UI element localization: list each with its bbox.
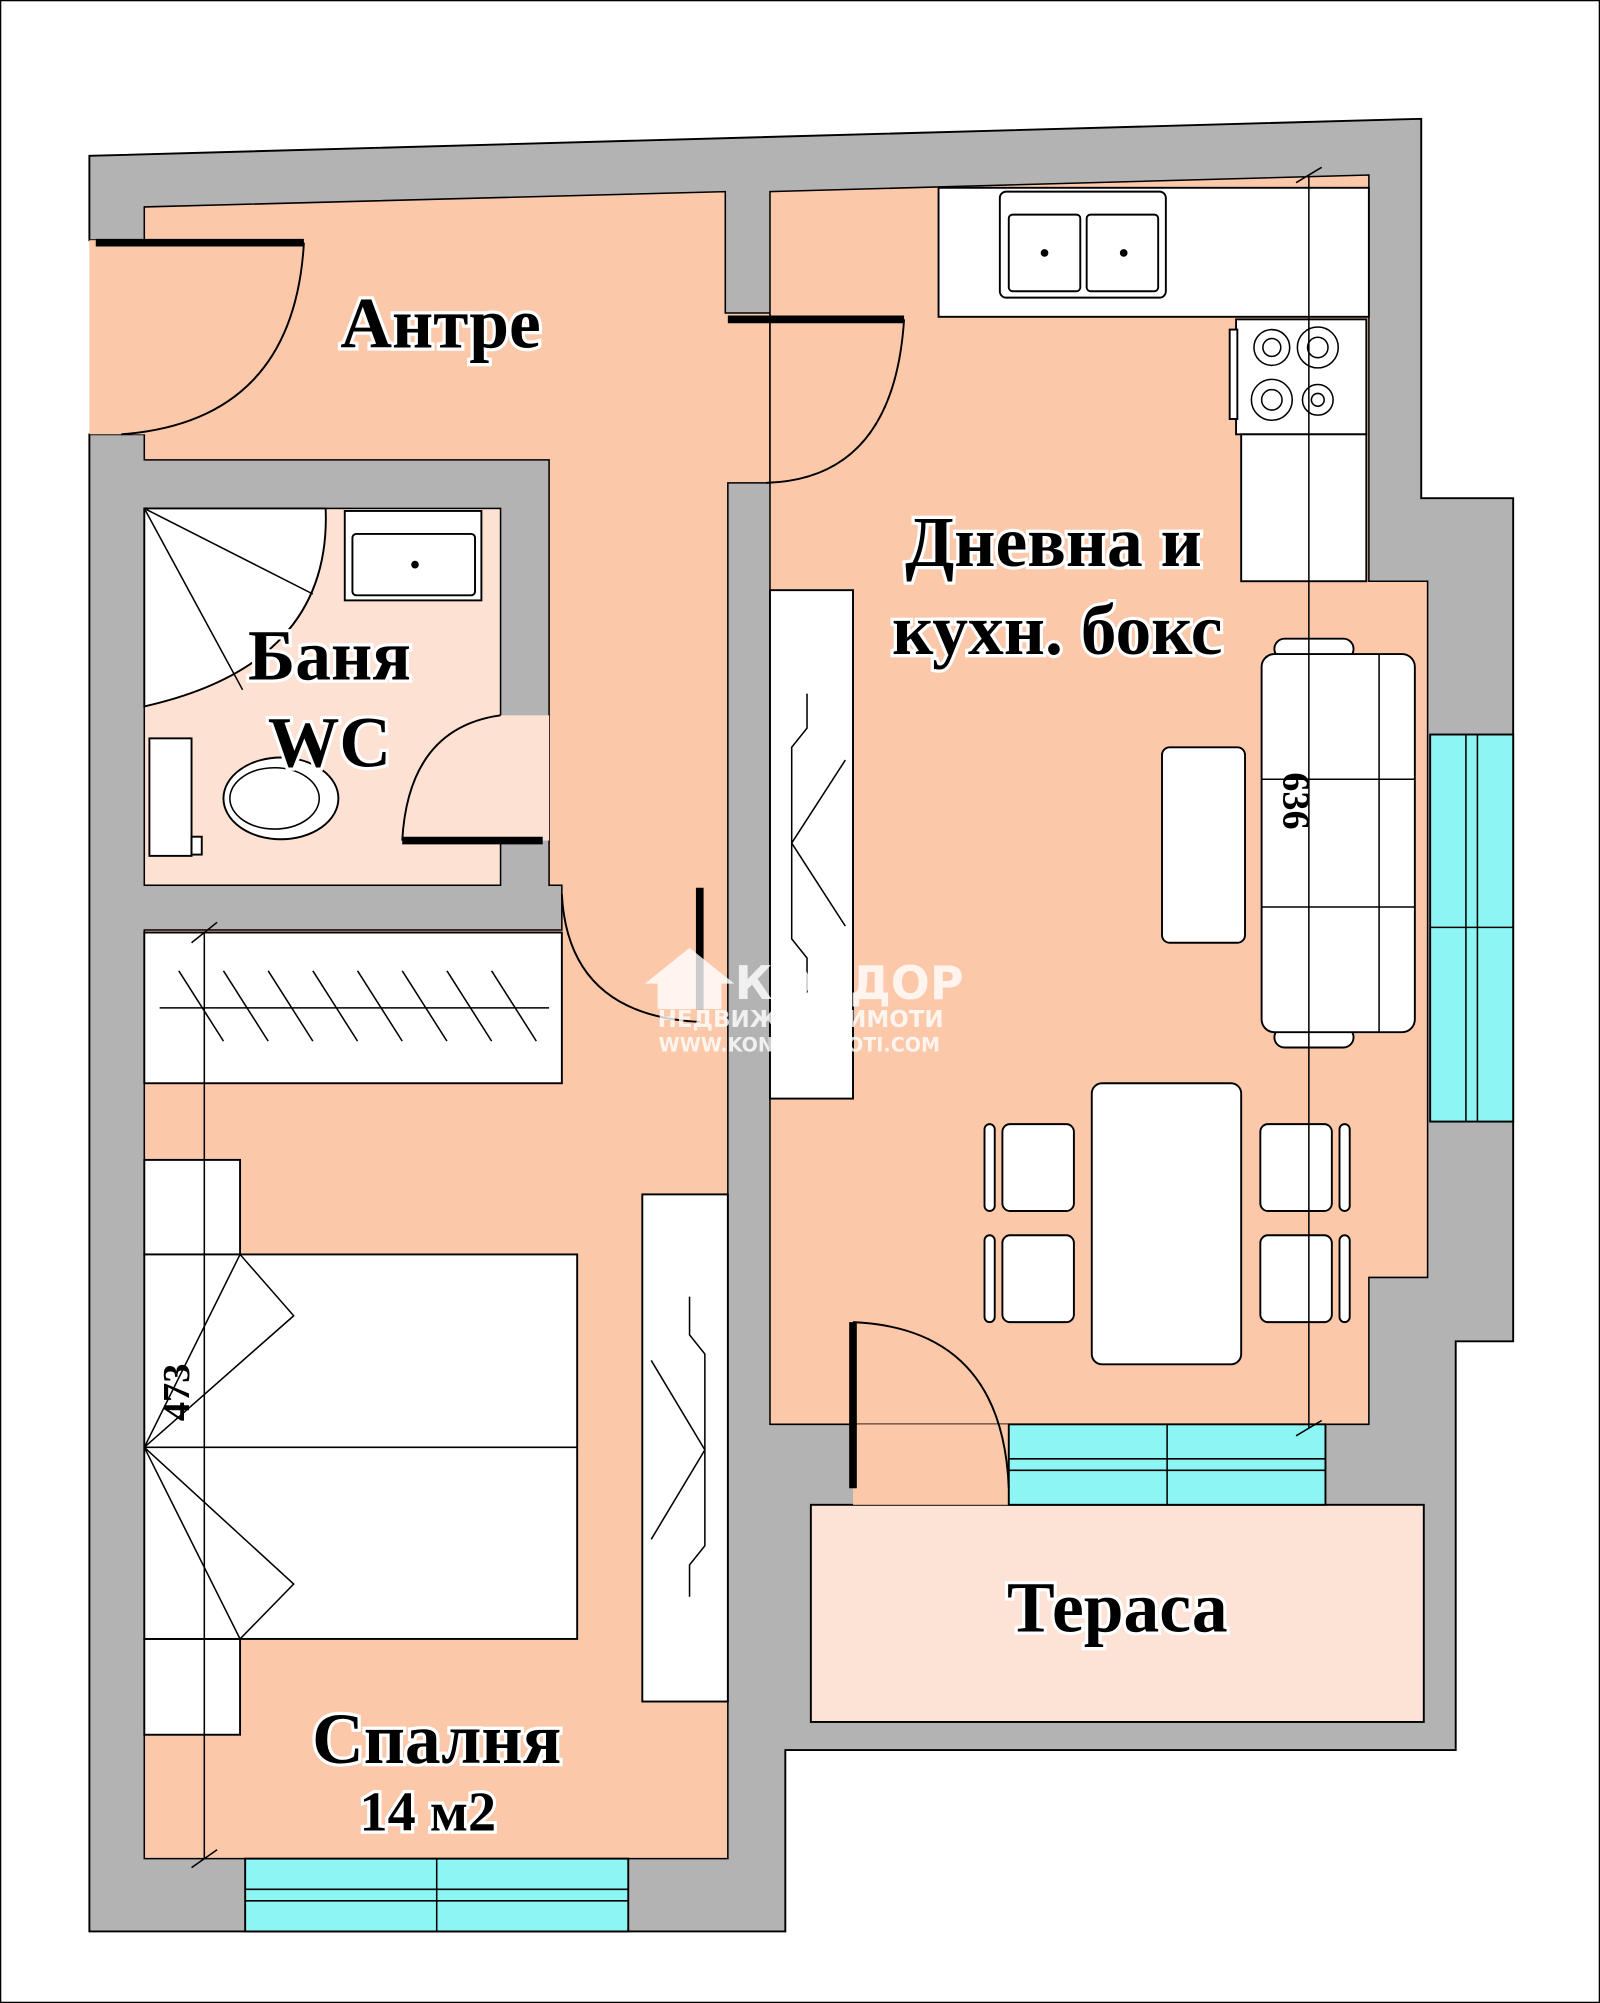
label-kitchen: кухн. бокс — [892, 591, 1222, 670]
label-bedroom-area: 14 м2 — [359, 1782, 496, 1844]
sofa — [1260, 637, 1416, 1049]
window-bedroom — [244, 1857, 630, 1933]
entrance-door-gap — [89, 240, 146, 435]
dining-set — [983, 1082, 1351, 1366]
dimension-label-473: 473 — [156, 1364, 198, 1421]
window-living — [1429, 733, 1515, 1123]
watermark-tagline: НЕДВИЖИМИ ИМОТИ — [658, 1007, 944, 1033]
tv-unit-bedroom — [641, 1193, 729, 1703]
kitchen-counter-side — [1240, 433, 1368, 583]
dimension-label-636: 636 — [1274, 772, 1316, 829]
sink-icon — [998, 190, 1167, 299]
watermark-logo: КОНДОР НЕДВИЖИМИ ИМОТИ WWW.KONDORIMOTI.C… — [644, 947, 964, 1056]
kitchen-door[interactable] — [727, 315, 906, 484]
tv-unit-living — [769, 589, 854, 1100]
bathroom-door-gap — [498, 715, 550, 841]
label-entrance: Антре — [340, 284, 540, 363]
entrance-door[interactable] — [95, 238, 305, 436]
dimension-living: 636 — [1274, 166, 1323, 1437]
terrace-door-gap — [852, 1424, 1009, 1505]
wardrobe — [143, 931, 563, 1085]
watermark-website: WWW.KONDORIMOTI.COM — [659, 1033, 940, 1056]
toilet-icon — [148, 737, 340, 857]
terrace-door[interactable] — [849, 1321, 1010, 1489]
terrace — [809, 1503, 1425, 1723]
shower-icon — [143, 507, 327, 708]
label-living: Дневна и — [905, 503, 1202, 582]
label-terrace: Тераса — [1007, 1568, 1228, 1647]
watermark-brand: КОНДОР — [735, 956, 964, 1010]
label-wc: WC — [268, 703, 391, 782]
bed — [143, 1158, 579, 1736]
label-bedroom: Спалня — [312, 1700, 561, 1779]
dimension-bedroom: 473 — [156, 921, 218, 1869]
label-bathroom: Баня — [248, 617, 411, 696]
window-terrace-door — [1007, 1423, 1327, 1506]
bathroom-door[interactable] — [401, 714, 543, 845]
washbasin-icon — [343, 510, 483, 602]
coffee-table — [1161, 746, 1246, 944]
house-icon — [644, 947, 735, 1010]
stove-icon — [1228, 318, 1368, 436]
